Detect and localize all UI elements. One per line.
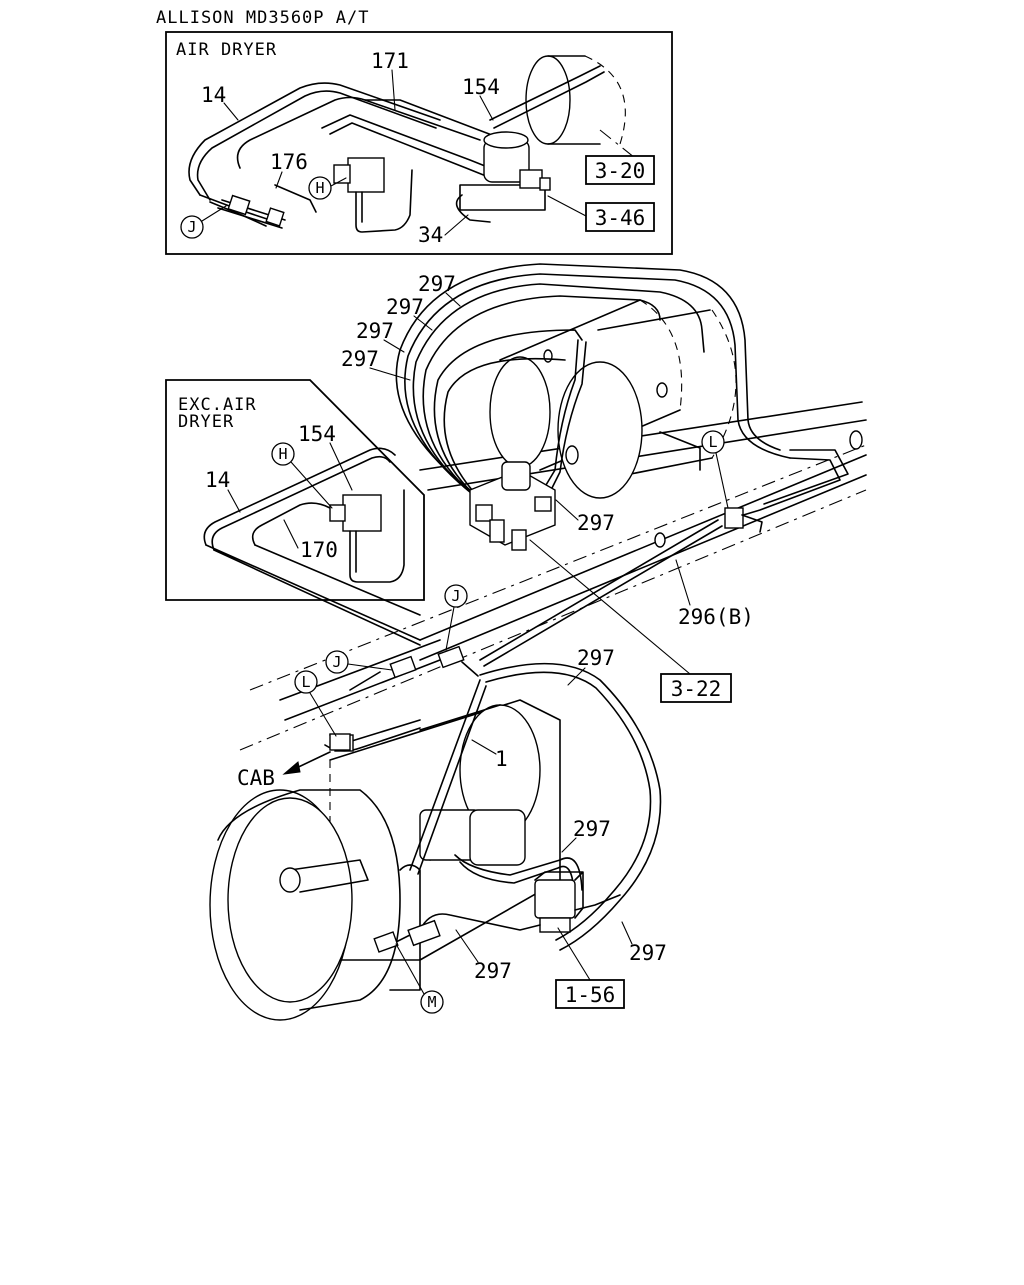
callout-l-right-circle [701,430,725,454]
fitting-l-left [329,733,351,751]
ref-3-20-box [585,155,655,185]
valve-block-3-22 [469,461,556,551]
part-34-label: 34 [418,223,443,247]
ref-3-46-box [585,202,655,232]
part-297-b-label: 297 [386,295,424,319]
callout-j-a: J [451,587,460,605]
exc-air-dryer-panel: EXC.AIR DRYER 154 14 170 H [165,379,425,646]
air-tank-top [525,55,651,171]
ref-3-22-box [660,673,732,703]
pipe-loops-297 [395,263,849,517]
callout-l-left-circle [294,670,318,694]
exc-air-dryer-header-line1: EXC.AIR [178,395,257,415]
diagram-title: ALLISON MD3560P A/T [156,8,369,28]
ref-3-46: 3-46 [595,206,646,230]
frame-rails [239,401,867,751]
part-170-label: 170 [300,538,338,562]
callout-h-top-circle [308,176,332,200]
part-297-a-label: 297 [418,272,456,296]
callout-j-a-circle [444,584,468,608]
part-171-label: 171 [371,49,409,73]
ref-3-20: 3-20 [595,159,646,183]
fitting-l-right [479,507,763,667]
exc-air-dryer-panel-frame [165,379,425,601]
callout-l-right: L [708,433,717,451]
valve-h-mid [342,494,382,532]
part-296b-label: 296(B) [678,605,754,629]
cab-direction-label: CAB [237,766,275,790]
part-297-c-label: 297 [356,319,394,343]
callout-j-top: J [187,218,196,236]
ref-1-56: 1-56 [565,983,616,1007]
part-14-top-label: 14 [201,83,226,107]
callout-j-top-circle [180,215,204,239]
fitting-j-mid [349,645,479,691]
callout-m: M [427,993,436,1011]
part-14-mid-label: 14 [205,468,230,492]
callout-h-mid-circle [271,442,295,466]
callout-m-circle [420,990,444,1014]
part-154-top-label: 154 [462,75,500,99]
callout-l-left: L [301,673,310,691]
air-dryer-header: AIR DRYER [176,40,277,60]
transmission-assembly [209,662,662,1021]
part-297-g-label: 297 [573,817,611,841]
part-297-d-label: 297 [341,347,379,371]
air-dryer-body [455,131,551,223]
part-154-mid-label: 154 [298,422,336,446]
exc-air-dryer-header-line2: DRYER [178,412,234,432]
air-dryer-panel: AIR DRYER [165,31,673,255]
solenoid-valve [534,879,576,919]
cab-direction-arrow [282,751,331,775]
part-176-label: 176 [270,150,308,174]
ref-3-22: 3-22 [671,677,722,701]
part-297-f-label: 297 [577,646,615,670]
part-1-label: 1 [495,747,508,771]
callout-h-top: H [315,179,324,197]
part-297-h-label: 297 [629,941,667,965]
fitting-j-top [217,184,317,229]
part-297-i-label: 297 [474,959,512,983]
part-297-e-label: 297 [577,511,615,535]
callout-j-b-circle [325,650,349,674]
callout-j-b: J [332,653,341,671]
callout-h-mid: H [278,445,287,463]
valve-h-top [333,157,413,233]
